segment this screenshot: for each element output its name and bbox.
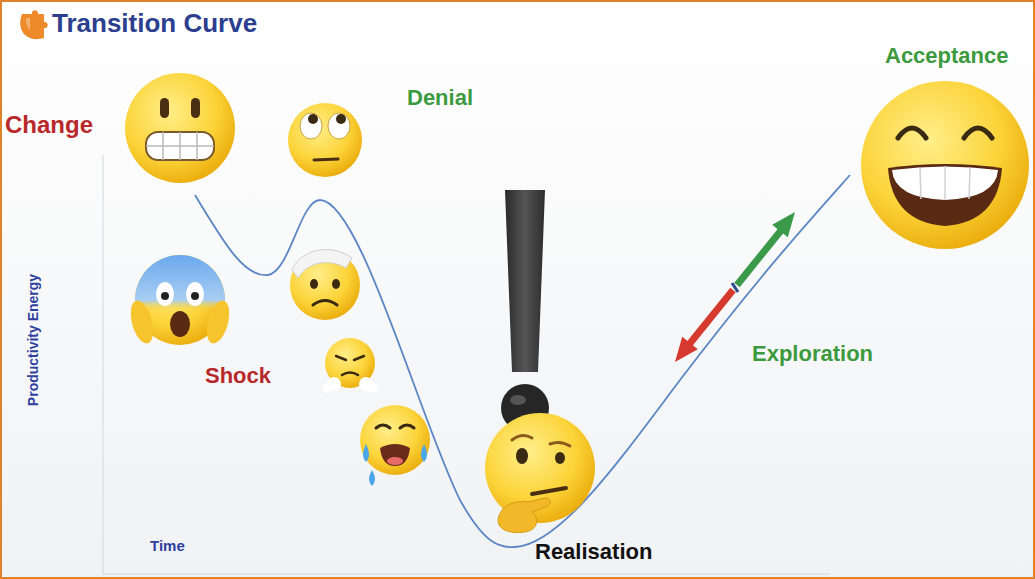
- eye-roll-emoji-part: [308, 114, 318, 124]
- scream-emoji-part: [203, 298, 234, 346]
- crying-emoji-part: [376, 425, 414, 428]
- huffing-emoji-part: [368, 383, 378, 393]
- thinking-emoji-part: [498, 498, 550, 533]
- grimace-emoji-part: [125, 73, 235, 183]
- crying-emoji-part: [360, 405, 430, 475]
- scream-emoji-part: [161, 292, 169, 300]
- double-arrow: [675, 212, 795, 362]
- transition-curve: [195, 175, 850, 547]
- double-arrow-part: [687, 290, 733, 347]
- scream-emoji-part: [127, 298, 158, 346]
- grin-emoji-part: [969, 168, 970, 199]
- double-arrow-part: [675, 337, 698, 362]
- huffing-emoji: [322, 338, 378, 393]
- huffing-emoji-part: [336, 356, 364, 360]
- grin-emoji-part: [861, 81, 1029, 249]
- grimace-emoji: [125, 73, 235, 183]
- crying-emoji-part: [421, 444, 427, 462]
- grin-emoji-part: [892, 167, 998, 201]
- grimace-emoji-part: [196, 132, 198, 160]
- crying-emoji: [360, 405, 430, 486]
- grimace-emoji-part: [179, 132, 181, 160]
- eye-roll-emoji-part: [300, 113, 322, 139]
- bandaged-emoji-part: [310, 279, 318, 289]
- huffing-emoji-part: [342, 373, 358, 376]
- thinking-emoji-part: [550, 442, 570, 446]
- axis-lines-part: [103, 574, 830, 575]
- crying-emoji-part: [380, 444, 410, 466]
- axis-label: Productivity Energy: [26, 274, 41, 406]
- grimace-emoji-part: [160, 98, 169, 118]
- scream-emoji: [127, 255, 234, 346]
- grin-emoji-part: [964, 128, 992, 138]
- axis-lines-part: [103, 155, 104, 574]
- grin-emoji-part: [898, 128, 926, 138]
- bandaged-emoji-part: [290, 250, 360, 320]
- bandaged-emoji: [290, 249, 360, 320]
- puzzle-icon-part: [20, 10, 47, 39]
- eye-roll-emoji-part: [336, 114, 346, 124]
- exclamation-mark-part: [505, 190, 545, 372]
- grin-emoji: [861, 81, 1029, 249]
- eye-roll-emoji: [288, 103, 362, 177]
- stage-label: Denial: [407, 86, 473, 110]
- double-arrow-part: [737, 228, 783, 285]
- thinking-emoji-part: [516, 448, 528, 464]
- stage-label: Shock: [205, 364, 271, 388]
- scream-emoji-part: [186, 282, 204, 306]
- bandaged-emoji-part: [292, 249, 352, 278]
- thinking-emoji-part: [555, 452, 565, 464]
- puzzle-icon: [20, 10, 47, 39]
- scream-emoji-part: [156, 282, 174, 306]
- grimace-emoji-part: [146, 132, 214, 160]
- grin-emoji-part: [920, 168, 921, 199]
- stage-label: Exploration: [752, 342, 873, 366]
- eye-roll-emoji-part: [288, 103, 362, 177]
- crying-emoji-part: [363, 444, 369, 462]
- huffing-emoji-part: [322, 383, 332, 393]
- scream-emoji-part: [191, 292, 199, 300]
- crying-emoji-part: [369, 470, 375, 486]
- thinking-emoji-part: [512, 435, 532, 440]
- grin-emoji-part: [944, 166, 946, 200]
- grimace-emoji-part: [191, 98, 200, 118]
- thinking-emoji-part: [532, 488, 566, 494]
- double-arrow-part: [772, 212, 795, 237]
- stage-label: Realisation: [535, 540, 652, 564]
- stage-label: Change: [5, 112, 93, 138]
- bandaged-emoji-part: [332, 279, 340, 289]
- double-arrow-part: [732, 283, 738, 292]
- exclamation-mark: [501, 190, 549, 432]
- grin-emoji-part: [888, 164, 1002, 226]
- puzzle-icon-part: [26, 18, 30, 30]
- thinking-emoji: [485, 413, 595, 533]
- stage-label: Acceptance: [885, 44, 1009, 68]
- eye-roll-emoji-part: [328, 113, 350, 139]
- title: Transition Curve: [52, 9, 257, 38]
- crying-emoji-part: [387, 457, 403, 465]
- grimace-emoji-part: [162, 132, 164, 160]
- bandaged-emoji-part: [313, 301, 337, 306]
- scream-emoji-part: [170, 311, 190, 337]
- eye-roll-emoji-part: [314, 159, 338, 160]
- axis-label: Time: [150, 538, 185, 555]
- exclamation-mark-part: [510, 395, 526, 405]
